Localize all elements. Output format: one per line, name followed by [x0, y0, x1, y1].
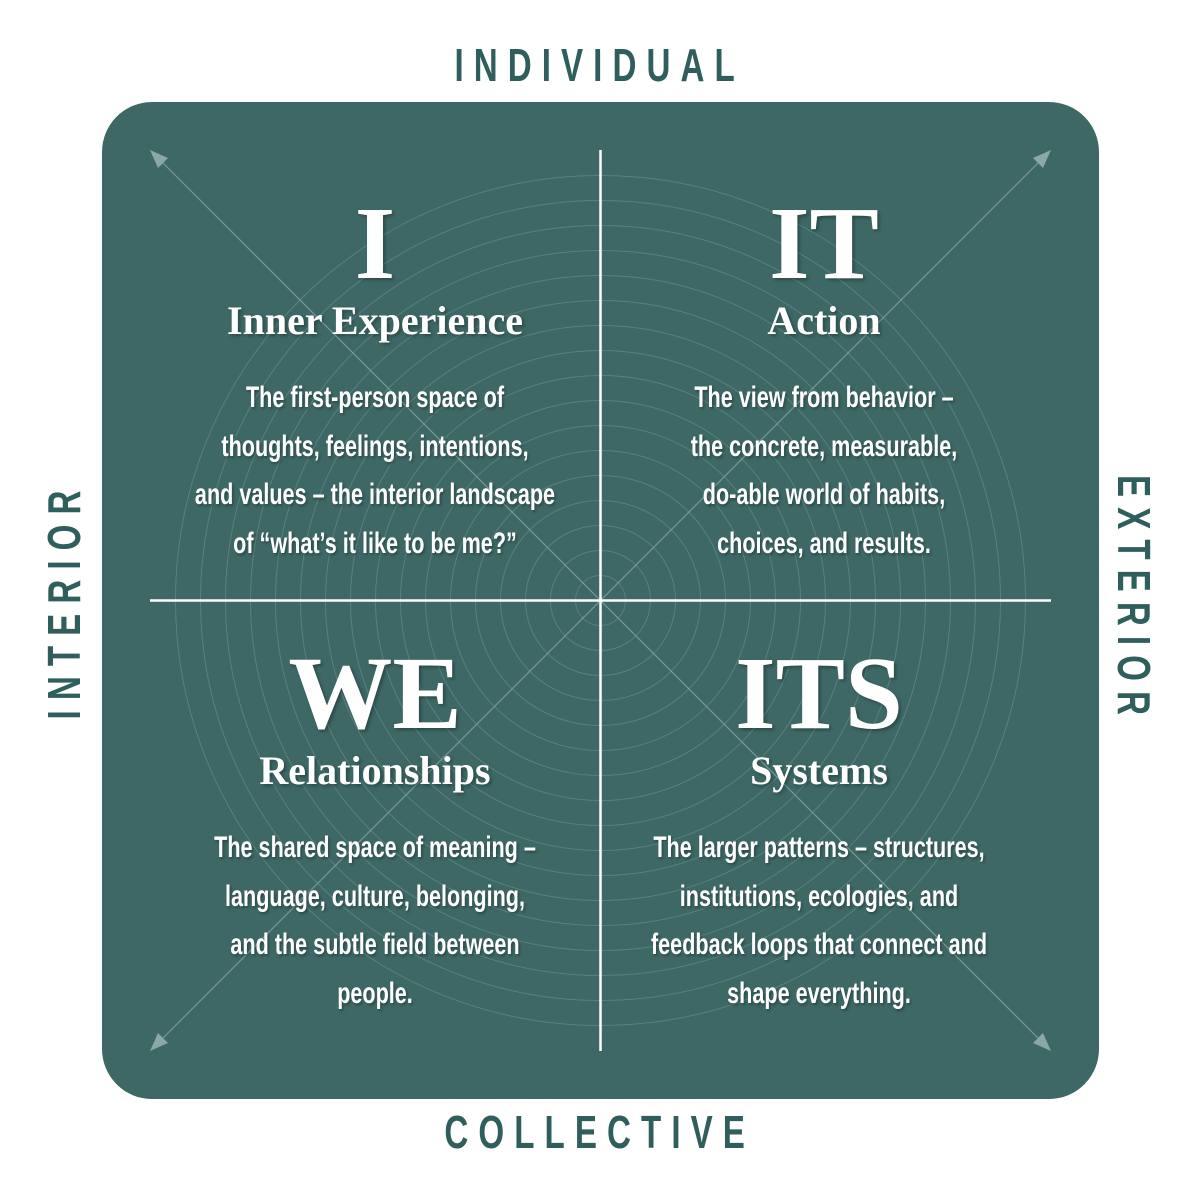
desc-line: do-able world of habits,	[702, 478, 946, 511]
desc-line: The first-person space of	[245, 381, 505, 414]
quadrant-title: Relationships	[259, 748, 491, 793]
quadrant-panel: I Inner Experience The first-person spac…	[102, 102, 1099, 1099]
arrow-down-right-icon	[1033, 1033, 1051, 1051]
desc-line: thoughts, feelings, intentions,	[221, 429, 529, 463]
quadrant-description: The view from behavior – the concrete, m…	[601, 374, 1047, 568]
quadrant-description: The larger patterns – structures, instit…	[596, 824, 1042, 1018]
quadrant-letter: ITS	[735, 636, 903, 751]
quadrant-letter: WE	[288, 636, 462, 751]
quadrant-we: WE Relationships The shared space of mea…	[150, 642, 600, 1018]
quadrant-i: I Inner Experience The first-person spac…	[150, 192, 600, 568]
quadrant-its: ITS Systems The larger patterns – struct…	[594, 642, 1044, 1018]
quadrant-title: Inner Experience	[227, 298, 523, 343]
axis-label-individual: INDIVIDUAL	[454, 39, 746, 91]
desc-line: The larger patterns – structures,	[653, 831, 985, 864]
axis-label-interior: INTERIOR	[38, 480, 90, 720]
axis-label-collective: COLLECTIVE	[444, 1106, 756, 1158]
desc-line: feedback loops that connect and	[650, 928, 988, 961]
desc-line: choices, and results.	[717, 526, 931, 560]
desc-line: The view from behavior –	[694, 381, 954, 414]
quadrant-it: IT Action The view from behavior – the c…	[599, 192, 1049, 568]
desc-line: people.	[337, 976, 413, 1010]
quadrant-letter: IT	[769, 186, 879, 301]
desc-line: language, culture, belonging,	[224, 879, 526, 913]
desc-line: shape everything.	[727, 976, 911, 1010]
quadrant-letter: I	[354, 186, 396, 301]
quadrant-title: Systems	[750, 748, 888, 793]
axis-label-exterior: EXTERIOR	[1108, 475, 1160, 725]
arrow-up-left-icon	[150, 150, 168, 168]
arrow-down-left-icon	[150, 1033, 168, 1051]
desc-line: of “what’s it like to be me?”	[233, 526, 517, 560]
quadrant-description: The first-person space of thoughts, feel…	[152, 374, 598, 568]
background-rings	[150, 150, 1051, 1051]
desc-line: and the subtle field between	[230, 928, 520, 961]
desc-line: and values – the interior landscape	[194, 478, 556, 511]
arrow-up-right-icon	[1033, 150, 1051, 168]
desc-line: institutions, ecologies, and	[679, 879, 959, 913]
quadrant-title: Action	[767, 298, 881, 343]
desc-line: The shared space of meaning –	[214, 831, 536, 864]
desc-line: the concrete, measurable,	[690, 429, 958, 463]
quadrant-description: The shared space of meaning – language, …	[152, 824, 598, 1018]
